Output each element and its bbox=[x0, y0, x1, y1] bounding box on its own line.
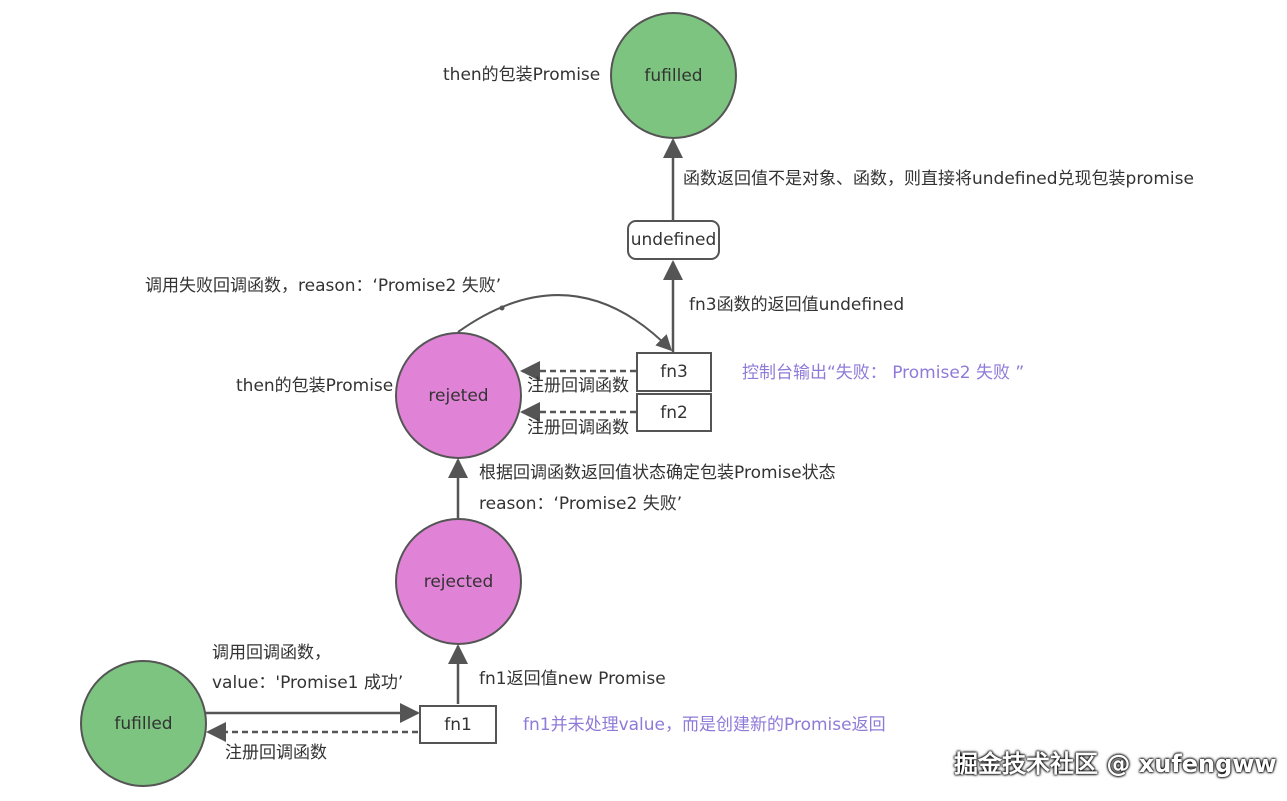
label-console-output: 控制台输出“失败： Promise2 失败 ” bbox=[742, 363, 1025, 383]
box-fn1-label: fn1 bbox=[444, 714, 472, 735]
node-top-fulfilled-label: fufilled bbox=[644, 65, 703, 86]
node-rejected: rejected bbox=[395, 518, 522, 645]
node-rejected-label: rejected bbox=[423, 571, 494, 592]
label-register-fn2: 注册回调函数 bbox=[527, 418, 629, 438]
label-call-fail-callback: 调用失败回调函数，reason：‘Promise2 失败’ bbox=[145, 276, 502, 296]
node-rejeted-label: rejeted bbox=[428, 385, 489, 406]
label-then-wrap-mid: then的包装Promise bbox=[236, 376, 394, 396]
label-value-text: value：'Promise1 成功’ bbox=[212, 673, 404, 693]
box-fn3-label: fn3 bbox=[660, 362, 688, 382]
node-top-fulfilled: fufilled bbox=[610, 12, 737, 139]
label-register-fn1: 注册回调函数 bbox=[225, 743, 327, 763]
label-decide-state: 根据回调函数返回值状态确定包装Promise状态 bbox=[479, 463, 836, 483]
label-register-fn3: 注册回调函数 bbox=[527, 376, 629, 396]
curve-midpoint-dot bbox=[499, 305, 505, 311]
box-undefined-label: undefined bbox=[630, 230, 717, 250]
node-bottom-fulfilled-label: fufilled bbox=[114, 713, 173, 734]
node-bottom-fulfilled: fufilled bbox=[80, 660, 207, 787]
label-fn3-return: fn3函数的返回值undefined bbox=[689, 295, 905, 315]
label-then-wrap-top: then的包装Promise bbox=[443, 65, 601, 85]
node-rejeted: rejeted bbox=[395, 332, 522, 459]
label-reason-text: reason：‘Promise2 失败’ bbox=[479, 494, 683, 514]
box-fn3: fn3 bbox=[636, 352, 712, 392]
box-fn2: fn2 bbox=[636, 393, 712, 432]
box-fn1: fn1 bbox=[419, 705, 497, 744]
watermark: 掘金技术社区 @ xufengww bbox=[954, 750, 1277, 778]
arrow-curve-rejeted-to-fn3 bbox=[457, 294, 673, 352]
label-fn1-return: fn1返回值new Promise bbox=[479, 669, 666, 689]
label-fn1-note: fn1并未处理value，而是创建新的Promise返回 bbox=[523, 715, 886, 735]
label-return-not-object: 函数返回值不是对象、函数，则直接将undefined兑现包装promise bbox=[683, 169, 1194, 189]
label-call-callback: 调用回调函数， bbox=[212, 643, 331, 663]
box-fn2-label: fn2 bbox=[660, 402, 688, 423]
box-undefined: undefined bbox=[627, 220, 720, 260]
